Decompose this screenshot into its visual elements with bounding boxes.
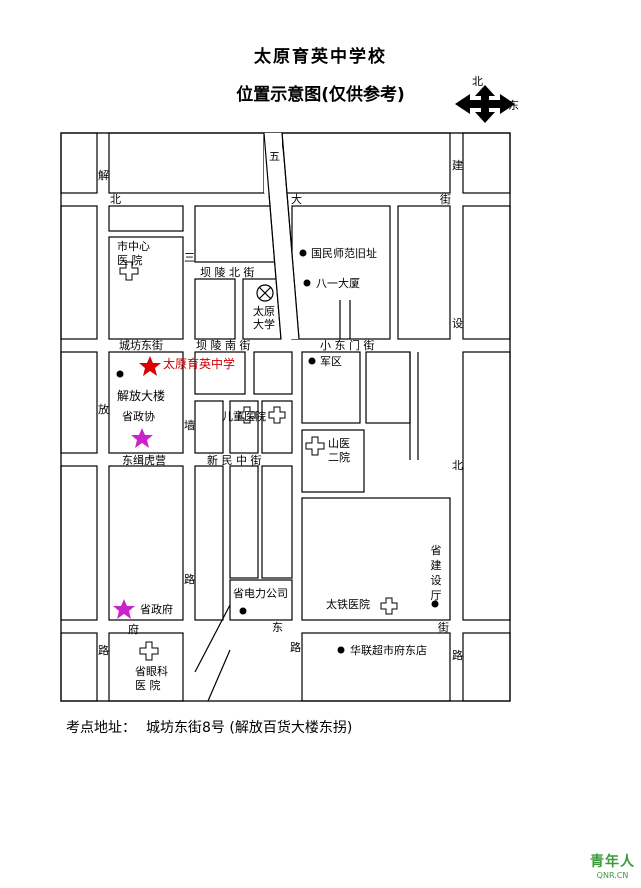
place-bayi-building: 八一大厦 <box>316 277 360 290</box>
place-national-normal: 国民师范旧址 <box>311 247 377 260</box>
landmark-dot-icon <box>116 370 124 378</box>
place-school: 太原育英中学 <box>163 357 236 371</box>
address-value: 城坊东街8号 (解放百货大楼东拐) <box>146 720 353 736</box>
road-label-fuling-north: 坝 陵 北 街 <box>200 266 255 279</box>
place-power-company: 省电力公司 <box>233 587 288 600</box>
hospital-cross-icon <box>380 597 398 615</box>
wuyi-road-fill <box>265 133 299 339</box>
road-label-lu-bottom2: 路 <box>290 641 301 654</box>
place-university-line1: 太原 <box>253 305 275 318</box>
place-taigang-hospital: 太铁医院 <box>326 598 370 611</box>
address-label: 考点地址： <box>66 720 136 736</box>
wuyi-road-edge-right <box>281 132 300 340</box>
place-shanxi-hospital-line1: 山医 <box>328 437 350 450</box>
road-label-jiefang-2: 放 <box>98 403 109 416</box>
hospital-cross-icon <box>268 406 286 424</box>
place-children-hospital: 儿童医院 <box>222 410 266 423</box>
landmark-dot-icon <box>337 646 345 654</box>
watermark-logo: 青年人 QNR.CN <box>590 851 635 880</box>
place-cppcc: 省政协 <box>122 410 155 423</box>
hospital-cross-icon <box>119 261 139 281</box>
wuyi-road-edge-left <box>263 132 282 340</box>
school-star-icon <box>139 356 161 376</box>
hospital-cross-icons <box>119 261 398 661</box>
road-label-dongji-humen: 东缉虎营 <box>122 454 166 467</box>
road-label-jie: 街 <box>438 621 449 634</box>
road-label-lu-bottom: 路 <box>98 644 109 657</box>
road-label-wu: 五 <box>269 150 280 163</box>
road-label-north-2: 大 <box>291 193 302 206</box>
compass-north-label: 北 <box>472 75 483 88</box>
road-label-xiao-dongmen: 小 东 门 街 <box>320 339 375 352</box>
watermark-line2: QNR.CN <box>596 871 629 880</box>
place-eye-hospital-line1: 省眼科 <box>135 665 168 678</box>
place-shanxi-hospital-line2: 二院 <box>328 451 350 464</box>
government-star-icon <box>113 599 135 619</box>
map-subtitle: 位置示意图(仅供参考) <box>236 85 405 105</box>
road-label-fuling-south: 坝 陵 南 街 <box>196 339 251 352</box>
compass-east-label: 东 <box>508 99 519 112</box>
road-label-north-1: 北 <box>110 193 121 206</box>
compass-arrows-icon <box>455 85 515 123</box>
road-label-north-3: 街 <box>440 193 451 206</box>
place-city-hospital-line2: 医 院 <box>117 254 143 267</box>
road-label-xinmin-middle: 新 民 中 街 <box>207 454 262 467</box>
watermark-line1: 青年人 <box>590 854 635 870</box>
landmark-dot-icon <box>308 357 316 365</box>
road-label-lu-left: 路 <box>184 573 195 586</box>
place-city-hospital-line1: 市中心 <box>117 240 150 253</box>
place-army-district: 军区 <box>320 355 342 368</box>
government-star-icon <box>131 428 153 448</box>
landmark-dot-icon <box>431 600 439 608</box>
road-label-san: 三 <box>184 251 195 264</box>
road-label-jianshe-1: 设 <box>452 317 463 330</box>
hospital-cross-icon <box>139 641 159 661</box>
place-provincial-govt: 省政府 <box>140 603 173 616</box>
road-label-chengfang-east: 城坊东街 <box>119 339 163 352</box>
landmark-dot-icon <box>303 279 311 287</box>
landmark-dot-icon <box>239 607 247 615</box>
landmark-dot-icon <box>299 249 307 257</box>
place-huayi-supermarket: 华联超市府东店 <box>350 644 427 657</box>
place-construction-dept: 省建设厅 <box>430 544 442 602</box>
city-blocks <box>60 132 511 702</box>
exam-address: 考点地址： 城坊东街8号 (解放百货大楼东拐) <box>66 717 362 737</box>
road-label-qiang: 墙 <box>184 419 195 432</box>
hospital-cross-icon <box>238 406 256 424</box>
university-circle-x-icon <box>256 284 274 302</box>
road-label-fu: 府 <box>128 623 139 636</box>
place-university-line2: 大学 <box>253 318 275 331</box>
road-label-jianshe-3: 路 <box>452 649 463 662</box>
road-label-dong: 东 <box>272 621 283 634</box>
place-jiefang-building: 解放大楼 <box>117 389 166 403</box>
hospital-cross-icon <box>305 436 325 456</box>
road-label-jianshe-2: 北 <box>452 459 463 472</box>
road-label-jiefang-1: 解 <box>98 169 109 182</box>
road-label-jianshe-top: 建 <box>452 159 463 172</box>
place-eye-hospital-line2: 医 院 <box>135 679 161 692</box>
map-title: 太原育英中学校 <box>254 47 387 67</box>
landmark-dots <box>116 249 439 654</box>
